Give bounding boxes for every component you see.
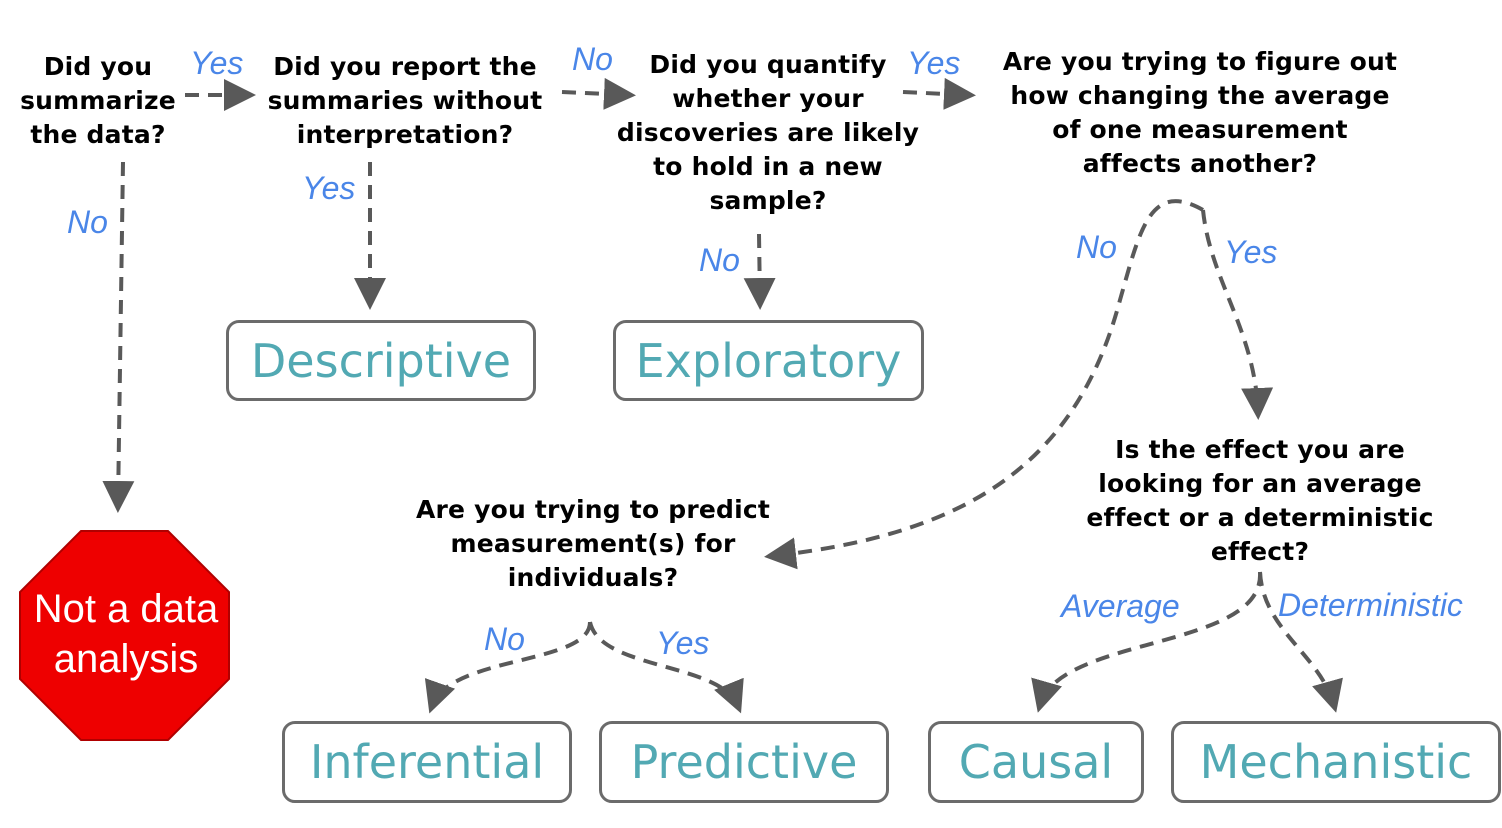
outcome-descriptive: Descriptive [226, 320, 536, 401]
edge-label-q2-no: No [572, 41, 613, 77]
stop-sign [19, 530, 230, 741]
outcome-exploratory: Exploratory [613, 320, 924, 401]
arrow-q3-no [743, 233, 776, 310]
arrow-q5-average [1031, 571, 1263, 713]
arrow-q6-no [424, 621, 592, 714]
arrow-q4-yes [1201, 209, 1274, 420]
edge-label-q1-no: No [67, 204, 108, 240]
question-predict-individuals: Are you trying to predict measurement(s)… [415, 495, 771, 592]
stop-sign-label: Not a data analysis [33, 587, 219, 681]
edge-label-q1-yes: Yes [190, 45, 244, 81]
arrow-q4-no [764, 199, 1204, 570]
edge-label-q6-no: No [484, 621, 525, 657]
arrow-q5-deterministic [1258, 571, 1343, 713]
question-changing-average: Are you trying to figure out how changin… [1002, 47, 1398, 178]
edge-label-q4-yes: Yes [1224, 234, 1278, 270]
edge-label-q2-yes: Yes [302, 170, 356, 206]
question-effect-type: Is the effect you are looking for an ave… [1086, 435, 1434, 566]
outcome-inferential: Inferential [282, 721, 572, 803]
arrow-q1-no [102, 161, 135, 513]
outcome-mechanistic: Mechanistic [1171, 721, 1501, 803]
edge-label-q5-deterministic: Deterministic [1278, 587, 1463, 623]
arrow-q2-no [561, 77, 636, 110]
outcome-causal: Causal [928, 721, 1144, 803]
question-quantify-discoveries: Did you quantify whether your discoverie… [616, 50, 920, 215]
question-report-summaries: Did you report the summaries without int… [267, 52, 543, 149]
outcome-predictive: Predictive [599, 721, 889, 803]
edge-label-q4-no: No [1076, 229, 1117, 265]
question-summarize: Did you summarize the data? [20, 52, 176, 149]
edge-label-q5-average: Average [1061, 588, 1180, 624]
arrow-q3-yes [902, 77, 976, 110]
edge-label-q3-no: No [699, 242, 740, 278]
edge-label-q3-yes: Yes [907, 45, 961, 81]
edge-label-q6-yes: Yes [656, 625, 710, 661]
